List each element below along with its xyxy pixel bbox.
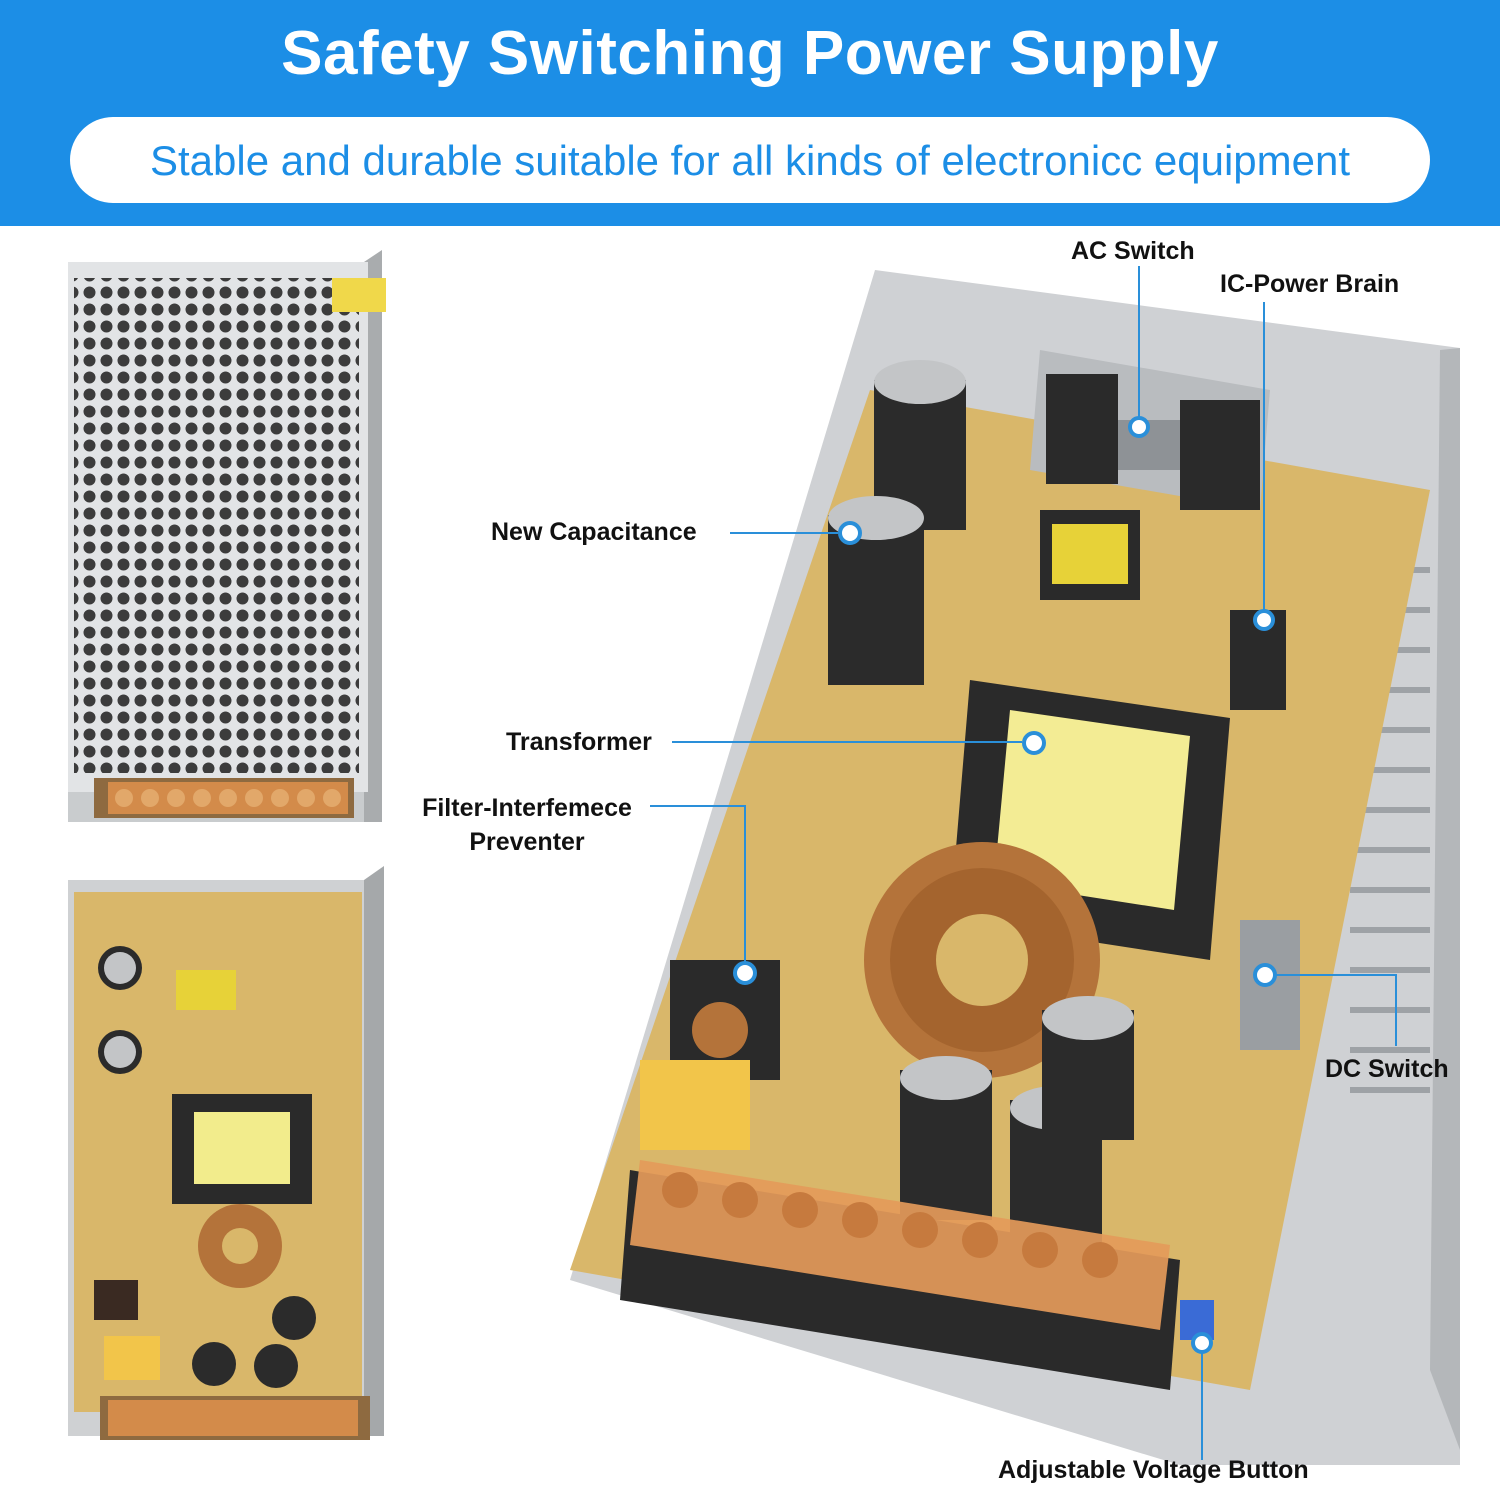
callout-ic-power-brain: IC-Power Brain xyxy=(1220,270,1400,298)
page-subtitle: Stable and durable suitable for all kind… xyxy=(149,137,1351,184)
ac-switch-marker xyxy=(1128,416,1150,438)
new-capacitance-marker xyxy=(838,521,862,545)
ic-power-brain-marker xyxy=(1253,609,1275,631)
callout-filter-interference: Filter-Interfemece Preventer xyxy=(404,791,650,859)
transformer-marker xyxy=(1022,731,1046,755)
filter-marker xyxy=(733,961,757,985)
callout-filter-line2: Preventer xyxy=(469,828,585,856)
adjustable-voltage-marker xyxy=(1191,1332,1213,1354)
callout-ac-switch: AC Switch xyxy=(1071,237,1195,265)
page-title: Safety Switching Power Supply xyxy=(281,19,1219,88)
callout-adjustable-voltage: Adjustable Voltage Button xyxy=(998,1456,1309,1484)
power-supply-cover-photo xyxy=(64,250,386,825)
power-supply-board-photo-small xyxy=(64,866,386,1441)
header-banner: Safety Switching Power Supply Stable and… xyxy=(0,0,1500,226)
subtitle-pill: Stable and durable suitable for all kind… xyxy=(70,117,1430,203)
callout-filter-line1: Filter-Interfemece xyxy=(422,794,632,822)
power-supply-board-photo-large xyxy=(570,270,1465,1465)
callout-dc-switch: DC Switch xyxy=(1325,1055,1449,1083)
callout-transformer: Transformer xyxy=(506,728,652,756)
dc-switch-marker xyxy=(1253,963,1277,987)
callout-new-capacitance: New Capacitance xyxy=(491,518,697,546)
